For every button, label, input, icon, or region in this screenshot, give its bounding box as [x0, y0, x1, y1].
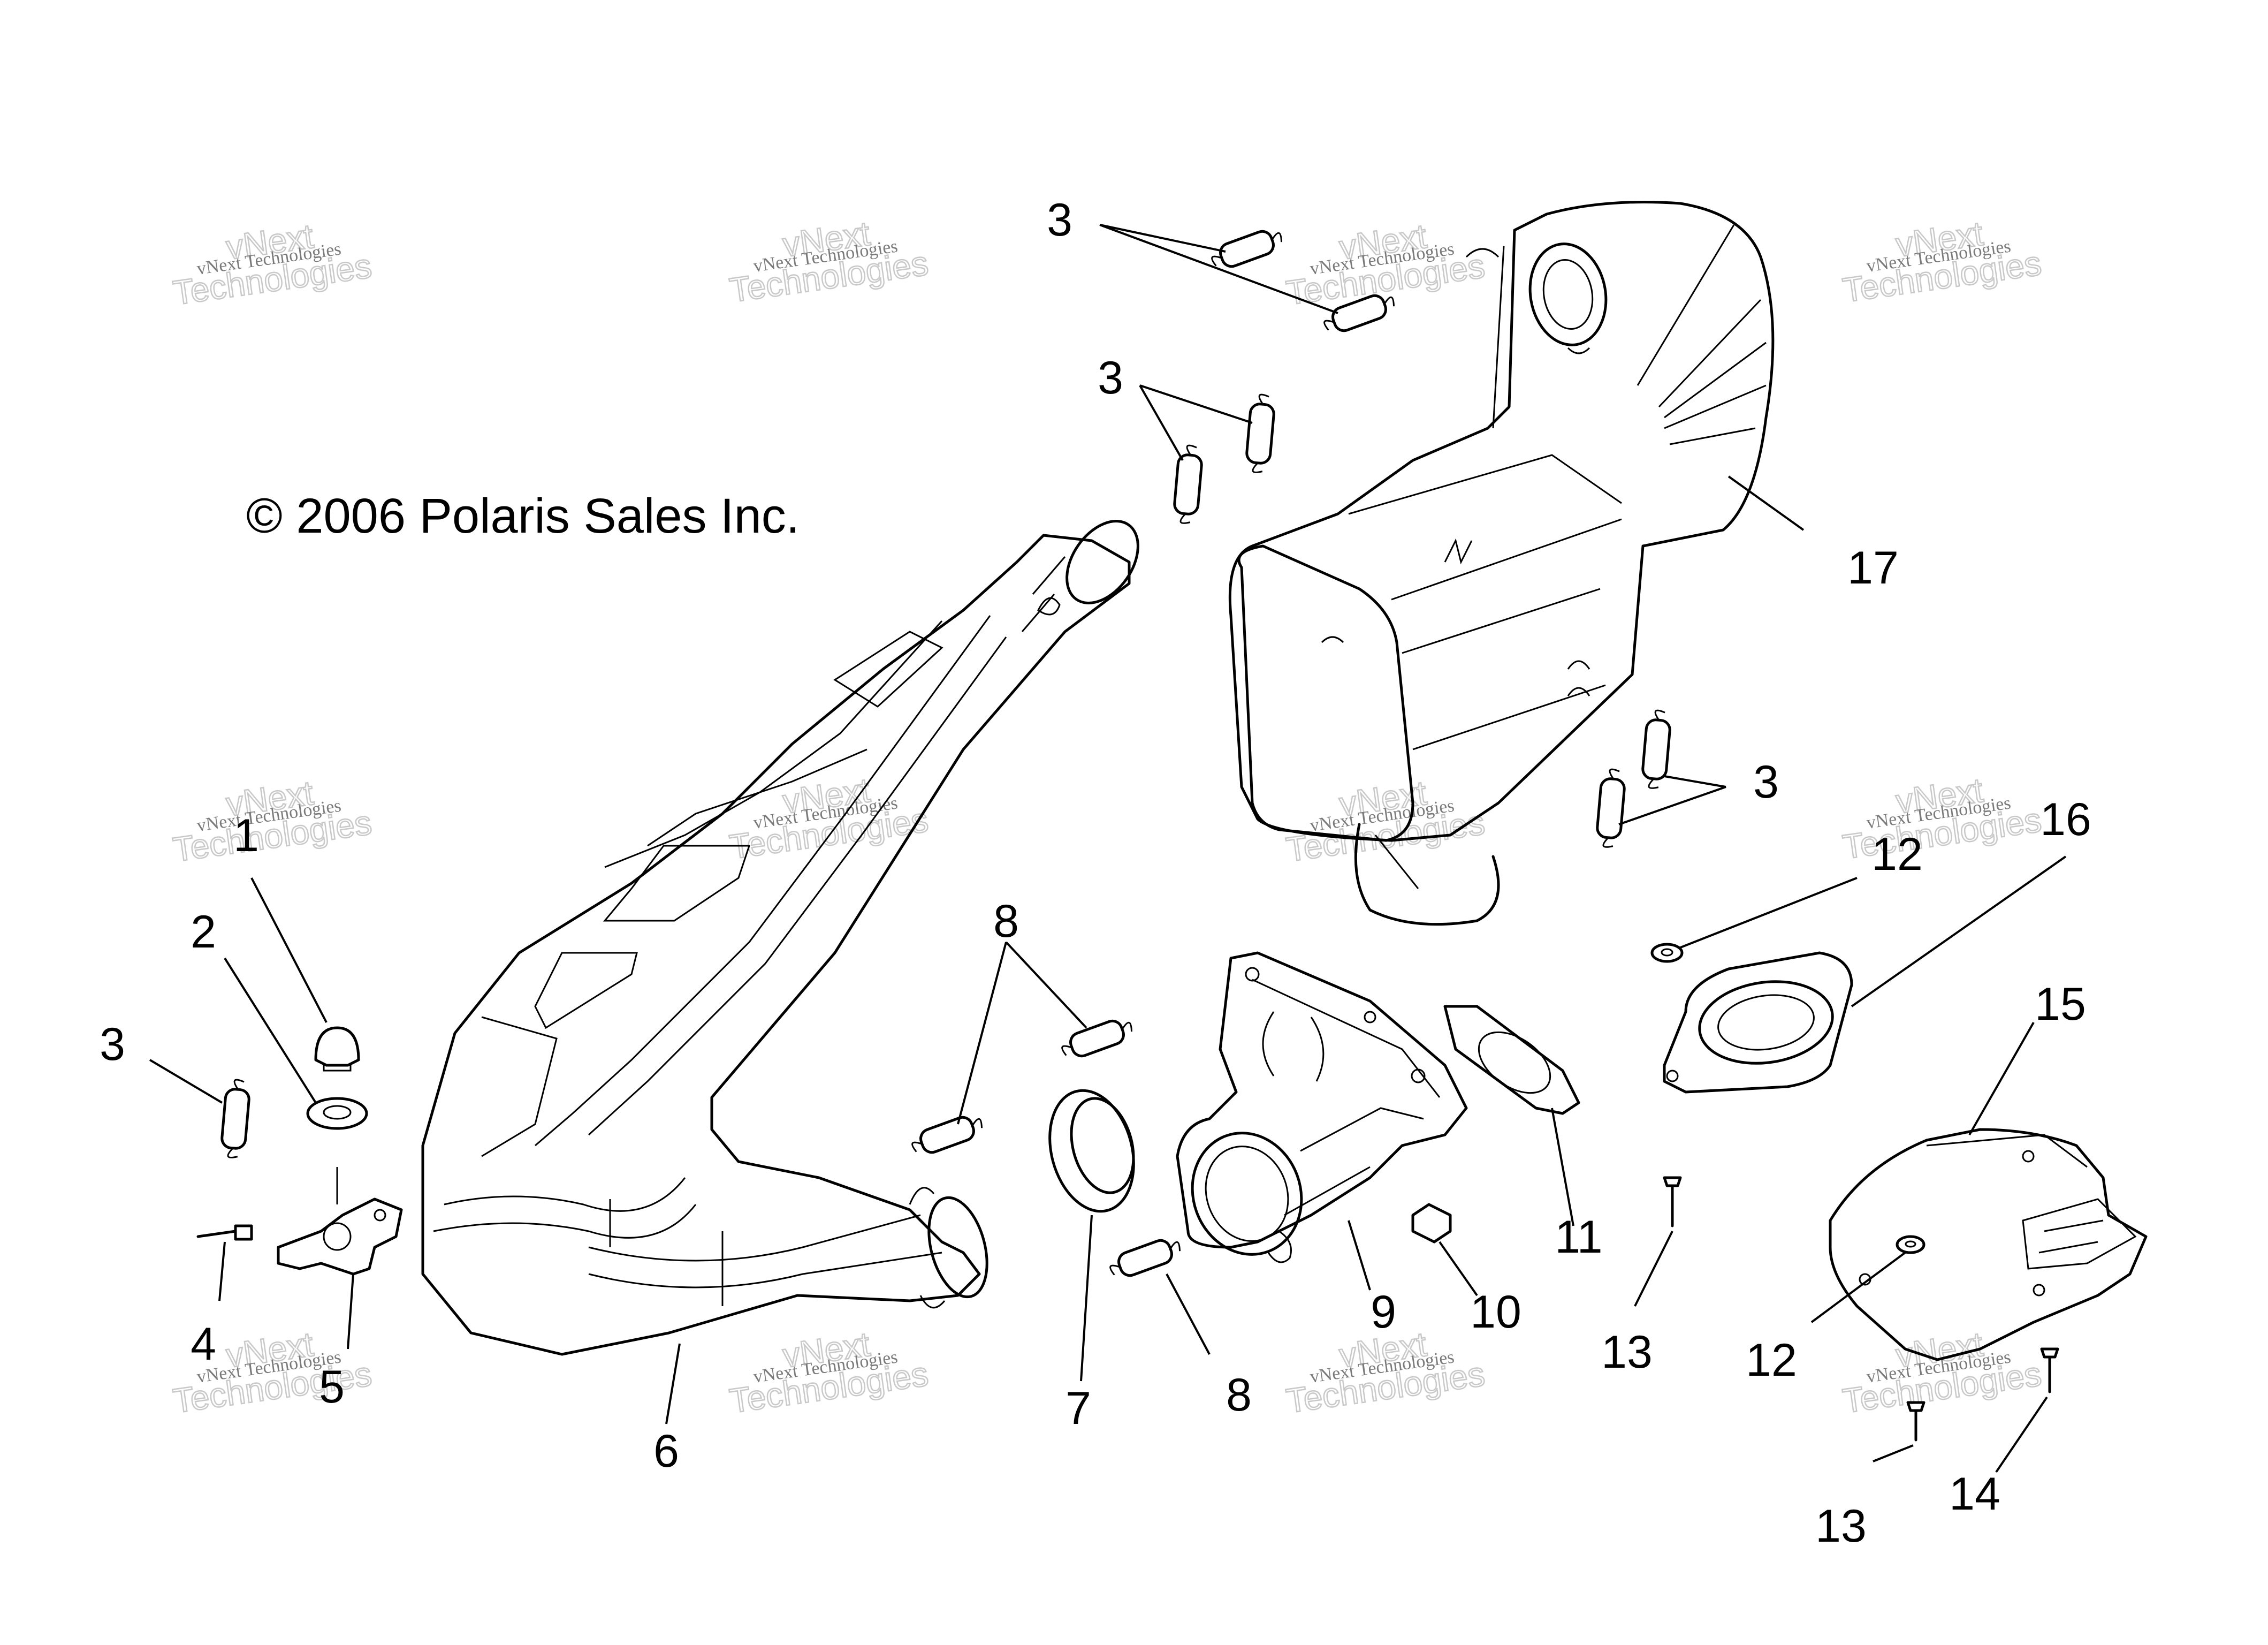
spring-part-3-top-a — [1211, 230, 1282, 268]
watermark: vNext Technologies vNext Technologies — [727, 1324, 931, 1421]
callout-12: 12 — [1871, 829, 1923, 880]
spring-part-3-right-a — [1641, 709, 1671, 789]
watermark: vNext Technologies vNext Technologies — [1840, 213, 2044, 310]
spring-part-3-mid-a — [1173, 444, 1203, 524]
leader-lines — [149, 224, 2067, 1473]
callout-13: 13 — [1601, 1326, 1653, 1378]
callout-16: 16 — [2040, 794, 2091, 845]
spring-part-3-right-b — [1596, 768, 1626, 848]
callout-3: 3 — [1047, 194, 1072, 246]
spring-part-8-top-a — [1061, 1019, 1132, 1058]
callout-17: 17 — [1847, 542, 1899, 594]
watermark: vNext Technologies vNext Technologies — [1283, 216, 1488, 313]
callout-8: 8 — [1226, 1369, 1252, 1421]
spring-part-3-left — [220, 1079, 250, 1158]
callout-8: 8 — [993, 896, 1019, 947]
callout-13: 13 — [1815, 1500, 1867, 1552]
washer-part-2 — [306, 1097, 368, 1130]
washer-part-12-bottom — [1896, 1235, 1925, 1254]
rivet-part-13-mid — [1663, 1176, 1682, 1227]
nut-part-10 — [1411, 1203, 1452, 1244]
copyright-notice: © 2006 Polaris Sales Inc. — [246, 489, 800, 543]
watermark: vNext Technologies vNext Technologies — [727, 213, 931, 310]
watermark: vNext Technologies vNext Technologies — [170, 772, 375, 869]
callout-14: 14 — [1949, 1468, 2000, 1520]
expansion-chamber-part-6 — [421, 520, 1139, 1356]
spring-part-8-bottom — [1109, 1239, 1181, 1277]
callout-11: 11 — [1555, 1211, 1602, 1263]
heat-shield-part-15 — [1829, 1128, 2148, 1361]
bracket-part-5 — [277, 1167, 403, 1276]
rivet-part-13-bottom — [1906, 1401, 1925, 1442]
callout-12: 12 — [1746, 1335, 1797, 1386]
callout-7: 7 — [1065, 1383, 1091, 1434]
callout-6: 6 — [653, 1426, 679, 1477]
washer-part-12-top — [1650, 943, 1684, 963]
spring-part-3-mid-b — [1245, 393, 1275, 473]
spring-part-3-top-b — [1323, 294, 1395, 332]
callout-1: 1 — [233, 810, 259, 861]
callout-15: 15 — [2035, 979, 2086, 1030]
callout-3: 3 — [1753, 756, 1779, 808]
callout-3: 3 — [1098, 352, 1123, 404]
watermark: vNext Technologies vNext Technologies — [1283, 772, 1488, 869]
rivet-part-14 — [2040, 1347, 2059, 1393]
gasket-part-11 — [1443, 1005, 1580, 1115]
callout-4: 4 — [191, 1318, 216, 1370]
spring-part-8-top-b — [911, 1116, 983, 1154]
watermark: vNext Technologies vNext Technologies — [170, 216, 375, 313]
grommet-plate-part-16 — [1663, 951, 1853, 1094]
callout-9: 9 — [1371, 1286, 1396, 1338]
callout-2: 2 — [191, 906, 216, 958]
muffler-part-17 — [1228, 201, 1775, 926]
callout-labels: 3 3 17 3 16 12 15 12 13 13 14 1 2 3 4 5 … — [100, 194, 2091, 1552]
callout-10: 10 — [1470, 1286, 1521, 1338]
screw-part-4 — [196, 1224, 253, 1241]
watermark: vNext Technologies vNext Technologies — [1840, 770, 2044, 867]
callout-3: 3 — [100, 1019, 125, 1070]
y-pipe-part-9 — [1176, 951, 1468, 1263]
seal-ring-part-7 — [1048, 1089, 1135, 1213]
cap-part-1 — [314, 1026, 360, 1072]
callout-5: 5 — [319, 1361, 345, 1413]
